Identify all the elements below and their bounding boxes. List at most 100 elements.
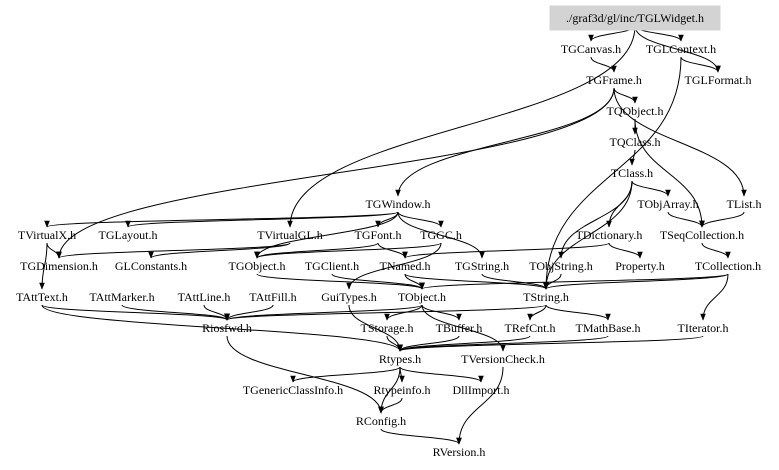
node-tatttext[interactable]: TAttText.h bbox=[16, 290, 68, 304]
edge-tgwindow-to-tvirtualx bbox=[44, 211, 399, 228]
edge-tgwindow-to-tgfont bbox=[375, 211, 399, 228]
edge-tnamed-to-tstring bbox=[404, 273, 549, 290]
edge-tatttext-to-riosfwd bbox=[41, 304, 230, 321]
edge-tclass-to-tobjarray bbox=[631, 180, 671, 197]
edge-tgwindow-to-tggc bbox=[397, 211, 444, 228]
node-tversioncheck[interactable]: TVersionCheck.h bbox=[461, 352, 545, 366]
edge-tgcanvas-to-tgframe bbox=[590, 56, 617, 73]
edge-tglcontext-to-tglformat bbox=[680, 56, 721, 73]
edge-tcollection-to-tstring bbox=[543, 273, 729, 290]
edge-tstring-to-riosfwd bbox=[224, 304, 547, 321]
node-tgfont[interactable]: TGFont.h bbox=[354, 228, 401, 242]
node-tbuffer[interactable]: TBuffer.h bbox=[436, 321, 483, 335]
edge-tvirtualx-to-tatttext bbox=[39, 242, 48, 290]
edge-tcollection-to-titerator bbox=[700, 273, 729, 321]
edge-titerator-to-rtypes bbox=[397, 335, 704, 352]
edge-tgframe-to-tgdimension bbox=[56, 87, 615, 259]
node-tobjstring[interactable]: TObjString.h bbox=[529, 259, 592, 273]
edge-tglwidget-to-tglformat bbox=[634, 25, 721, 73]
edge-tobject-to-tbuffer bbox=[421, 304, 462, 321]
edge-tversioncheck-to-rversion bbox=[456, 366, 504, 445]
edge-tstring-to-trefcnt bbox=[527, 304, 547, 321]
edge-tdictionary-to-tnamed bbox=[402, 242, 610, 259]
node-tattfill[interactable]: TAttFill.h bbox=[249, 290, 296, 304]
node-tlist[interactable]: TList.h bbox=[727, 197, 762, 211]
node-tstorage[interactable]: TStorage.h bbox=[361, 321, 414, 335]
edge-tglwidget-to-tvirtualgl bbox=[287, 25, 636, 228]
node-tvirtualgl[interactable]: TVirtualGL.h bbox=[257, 228, 323, 242]
edge-tstring-to-tmathbase bbox=[545, 304, 611, 321]
edge-tqclass-to-tclass bbox=[629, 149, 636, 166]
edge-tclass-to-tstring bbox=[543, 180, 633, 290]
node-tglcontext[interactable]: TGLContext.h bbox=[646, 42, 716, 56]
node-glconstants[interactable]: GLConstants.h bbox=[115, 259, 187, 273]
node-tobject[interactable]: TObject.h bbox=[398, 290, 446, 304]
node-tseqcollection[interactable]: TSeqCollection.h bbox=[660, 228, 744, 242]
node-property[interactable]: Property.h bbox=[615, 259, 665, 273]
edge-tattmarker-to-riosfwd bbox=[121, 304, 230, 321]
edge-rtypes-to-dllimport bbox=[399, 366, 484, 383]
edge-tcollection-to-tobject bbox=[419, 273, 729, 290]
node-rversion[interactable]: RVersion.h bbox=[433, 445, 486, 459]
edge-tgframe-to-tgwindow bbox=[395, 87, 615, 197]
node-tgclient[interactable]: TGClient.h bbox=[305, 259, 359, 273]
edge-tvirtualgl-to-glconstants bbox=[148, 242, 291, 259]
edge-tgclient-to-tobject bbox=[331, 273, 425, 290]
node-tglayout[interactable]: TGLayout.h bbox=[99, 228, 158, 242]
edge-rtypes-to-tgenericclassinfo bbox=[290, 366, 401, 383]
edge-tseqcollection-to-tcollection bbox=[701, 242, 731, 259]
root-node-highlight bbox=[549, 5, 721, 31]
node-tmathbase[interactable]: TMathBase.h bbox=[576, 321, 641, 335]
edge-tgstring-to-tstring bbox=[481, 273, 549, 290]
edge-tggc-to-tgobject bbox=[254, 242, 442, 259]
node-tggc[interactable]: TGGC.h bbox=[420, 228, 462, 242]
edge-riosfwd-to-rconfig bbox=[226, 335, 384, 414]
node-tgcanvas[interactable]: TGCanvas.h bbox=[561, 42, 621, 56]
node-tgdimension[interactable]: TGDimension.h bbox=[20, 259, 98, 273]
node-tqclass[interactable]: TQClass.h bbox=[610, 135, 661, 149]
edge-rtypeinfo-to-rconfig bbox=[378, 397, 403, 414]
node-tcollection[interactable]: TCollection.h bbox=[695, 259, 761, 273]
node-tclass[interactable]: TClass.h bbox=[611, 166, 653, 180]
node-trefcnt[interactable]: TRefCnt.h bbox=[505, 321, 556, 335]
node-titerator[interactable]: TIterator.h bbox=[678, 321, 729, 335]
node-tgenericclassinfo[interactable]: TGenericClassInfo.h bbox=[243, 383, 343, 397]
edge-tclass-to-tobjstring bbox=[558, 180, 633, 259]
edge-tgframe-to-tqobject bbox=[613, 87, 638, 104]
node-tgframe[interactable]: TGFrame.h bbox=[586, 73, 642, 87]
node-tobjarray[interactable]: TObjArray.h bbox=[637, 197, 698, 211]
edge-tqobject-to-tseqcollection bbox=[634, 118, 705, 228]
node-rconfig[interactable]: RConfig.h bbox=[356, 414, 406, 428]
node-tvirtualx[interactable]: TVirtualX.h bbox=[18, 228, 76, 242]
node-tgstring[interactable]: TGString.h bbox=[455, 259, 509, 273]
edge-tvirtualx-to-tgdimension bbox=[46, 242, 62, 259]
edge-tgobject-to-tobject bbox=[256, 273, 425, 290]
node-guitypes[interactable]: GuiTypes.h bbox=[321, 290, 377, 304]
node-tgobject[interactable]: TGObject.h bbox=[229, 259, 286, 273]
node-riosfwd[interactable]: Riosfwd.h bbox=[202, 321, 252, 335]
node-tglformat[interactable]: TGLFormat.h bbox=[685, 73, 752, 87]
node-tglwidget[interactable]: ./graf3d/gl/inc/TGLWidget.h bbox=[566, 11, 704, 25]
edge-tdictionary-to-property bbox=[608, 242, 643, 259]
node-tattmarker[interactable]: TAttMarker.h bbox=[89, 290, 154, 304]
edge-rconfig-to-rversion bbox=[380, 428, 462, 445]
node-tdictionary[interactable]: TDictionary.h bbox=[576, 228, 643, 242]
node-tnamed[interactable]: TNamed.h bbox=[380, 259, 431, 273]
node-dllimport[interactable]: DllImport.h bbox=[453, 383, 510, 397]
edge-tatttext-to-rtypes bbox=[41, 304, 403, 352]
node-tattline[interactable]: TAttLine.h bbox=[178, 290, 231, 304]
node-tstring[interactable]: TString.h bbox=[523, 290, 569, 304]
node-tqobject[interactable]: TQObject.h bbox=[607, 104, 664, 118]
edge-tlist-to-tseqcollection bbox=[699, 211, 745, 228]
node-tgwindow[interactable]: TGWindow.h bbox=[365, 197, 430, 211]
edges bbox=[39, 25, 747, 445]
edge-tobjarray-to-tseqcollection bbox=[667, 211, 705, 228]
edge-tgfont-to-tnamed bbox=[377, 242, 408, 259]
edge-tgwindow-to-tgobject bbox=[254, 211, 399, 259]
node-rtypes[interactable]: Rtypes.h bbox=[379, 352, 421, 366]
edge-tgframe-to-tlist bbox=[613, 87, 747, 197]
node-rtypeinfo[interactable]: Rtypeinfo.h bbox=[374, 383, 431, 397]
edge-tobject-to-riosfwd bbox=[224, 304, 423, 321]
